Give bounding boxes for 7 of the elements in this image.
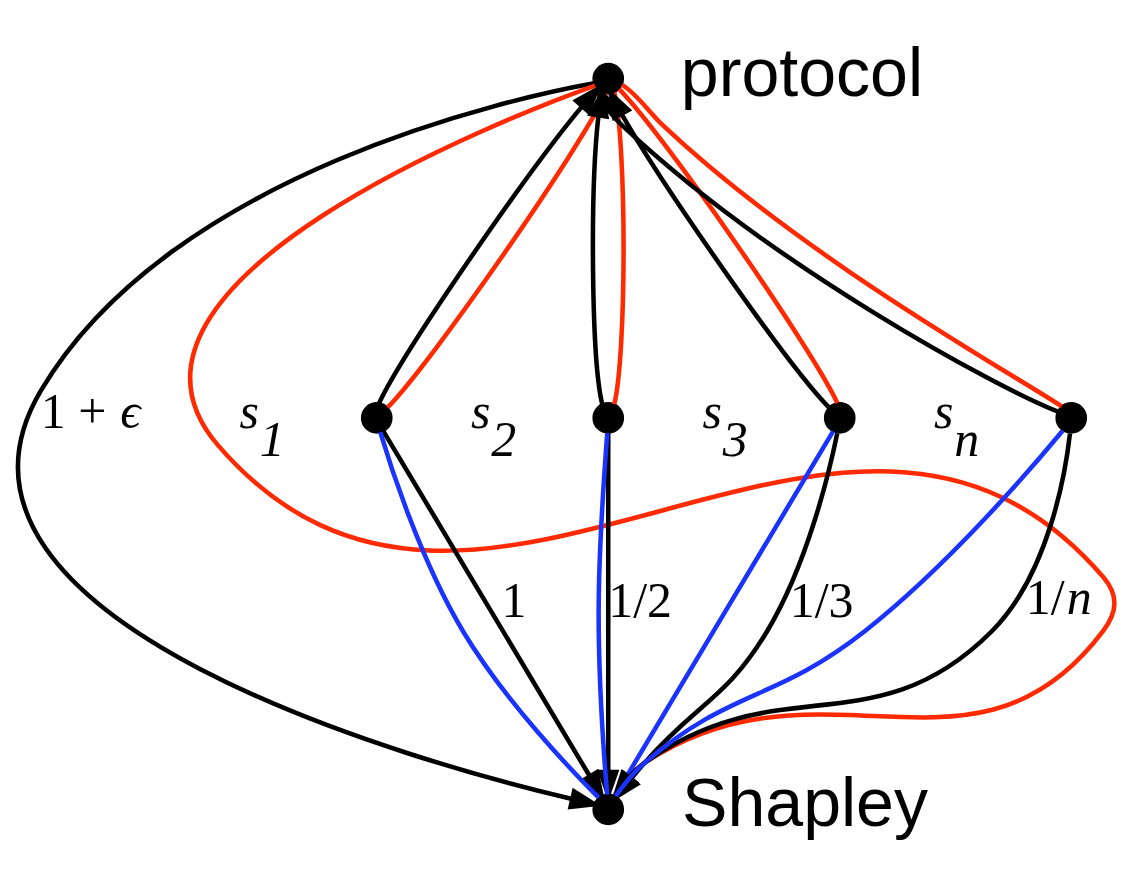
label: protocol bbox=[680, 33, 924, 110]
label: Shapley bbox=[682, 763, 929, 840]
edge-label: 1 + ϵ bbox=[40, 383, 141, 439]
edge-label: 1/3 bbox=[789, 572, 854, 628]
edge-label: 1/n bbox=[1025, 569, 1092, 625]
edge-label: 1/2 bbox=[608, 572, 673, 628]
edge-label: 1 bbox=[501, 572, 527, 628]
